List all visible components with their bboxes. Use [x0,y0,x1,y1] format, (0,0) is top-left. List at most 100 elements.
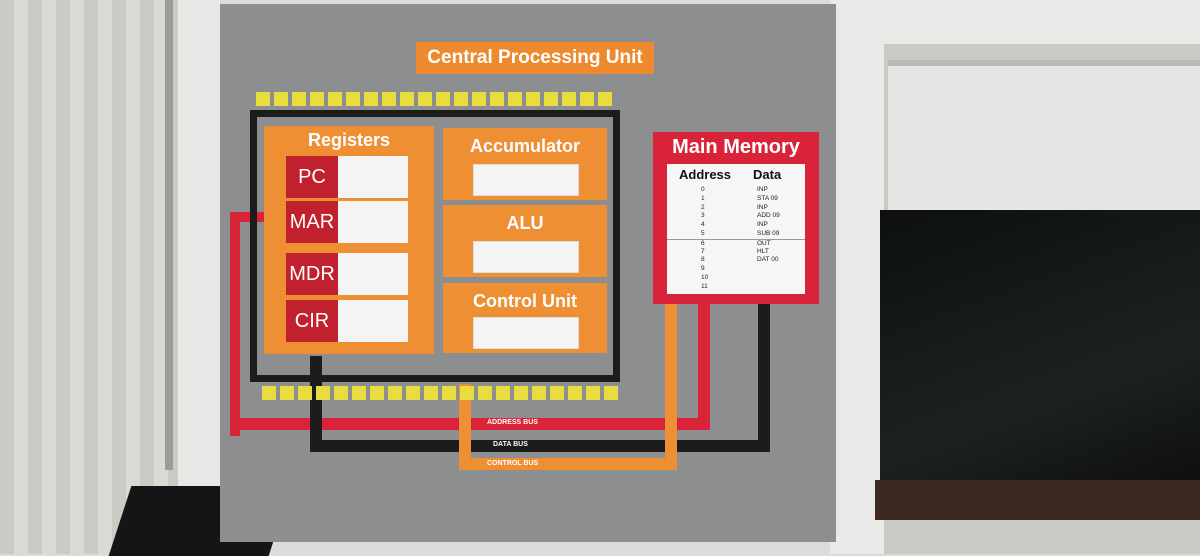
pin [532,386,546,400]
memory-data: HLT [757,247,769,255]
address-column-header: Address [679,167,732,182]
memory-address: 2 [701,203,705,211]
pin [316,386,330,400]
pin [328,92,342,106]
memory-row: 9 [667,265,805,274]
pin [490,92,504,106]
data-bus-label: DATA BUS [493,441,528,448]
pin [442,386,456,400]
pin [580,92,594,106]
memory-row: 0 INP [667,186,805,195]
register-value-field [338,156,408,198]
window-glass [880,210,1200,510]
pin [514,386,528,400]
control-bus-label: CONTROL BUS [487,460,539,467]
memory-row: 2 INP [667,204,805,213]
memory-data: STA 09 [757,194,778,202]
memory-row: 10 [667,274,805,283]
pin [436,92,450,106]
pin [478,386,492,400]
pin [424,386,438,400]
memory-address: 5 [701,230,705,237]
memory-address: 9 [701,265,705,273]
pin [586,386,600,400]
pin [562,92,576,106]
control-bus-left [459,384,471,470]
pin [310,92,324,106]
register-mar: MAR [286,201,408,243]
memory-row: 11 [667,283,805,292]
cpu-boundary [250,110,620,382]
control-bus-riser [665,304,677,470]
pin-row-bottom [262,386,618,402]
memory-data: DAT 00 [757,256,779,264]
pin [454,92,468,106]
data-bus-bottom [310,440,770,452]
data-column-header: Data [753,167,782,182]
main-memory-heading: Main Memory [672,136,800,158]
memory-data: INP [757,203,768,211]
register-label: PC [286,156,338,198]
pin [364,92,378,106]
memory-row: 7 HLT [667,248,805,257]
control-bus-bottom [459,458,677,470]
accumulator-panel: Accumulator [443,128,607,200]
pin [346,92,360,106]
pin-row-top [256,92,612,108]
pin [262,386,276,400]
pin [280,386,294,400]
pin [460,386,474,400]
pin [544,92,558,106]
control-unit-heading: Control Unit [473,291,577,311]
memory-row: 5 SUB 09 [667,230,805,239]
memory-data: OUT [757,239,771,247]
register-value-field [338,201,408,243]
pin [298,386,312,400]
control-unit-panel: Control Unit [443,283,607,353]
pin [472,92,486,106]
pin [274,92,288,106]
memory-address: 8 [701,256,705,264]
register-mdr: MDR [286,253,408,295]
memory-address: 3 [701,212,705,220]
memory-address: 0 [701,186,705,193]
roller-blind [888,60,1200,216]
pin [496,386,510,400]
memory-data: INP [757,186,768,193]
address-bus-line [230,212,240,436]
wall-left [178,0,220,554]
pin [400,92,414,106]
register-label: CIR [286,300,338,342]
memory-address: 1 [701,194,705,202]
pin [334,386,348,400]
pin [292,92,306,106]
pin [370,386,384,400]
register-label: MDR [286,253,338,295]
window-blind-left [0,0,178,554]
register-label: MAR [286,201,338,243]
memory-address: 7 [701,247,705,255]
alu-panel: ALU [443,205,607,277]
pin [508,92,522,106]
pin [388,386,402,400]
pin [256,92,270,106]
memory-address: 11 [701,282,708,290]
pin [406,386,420,400]
memory-row: 8 DAT 00 [667,256,805,265]
pin [568,386,582,400]
pin [526,92,540,106]
memory-data: INP [757,221,768,229]
control-unit-value-field [473,317,579,349]
pin [382,92,396,106]
memory-data: SUB 09 [757,230,780,237]
address-bus-label: ADDRESS BUS [487,419,538,426]
pin [352,386,366,400]
pin [598,92,612,106]
pin [418,92,432,106]
registers-heading: Registers [307,130,391,150]
